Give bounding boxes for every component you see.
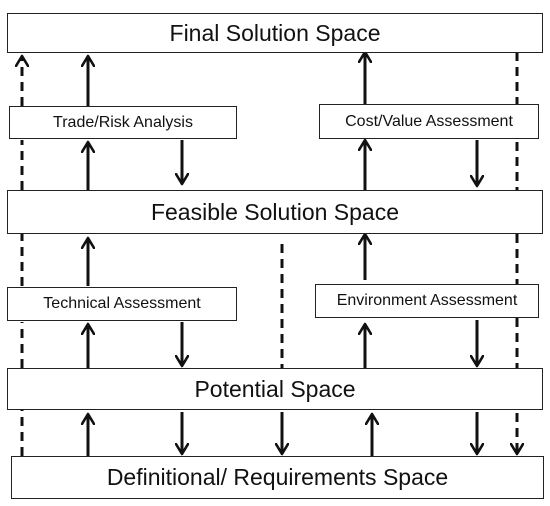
environment-assessment-box: Environment Assessment — [315, 284, 539, 318]
trade-risk-analysis-box: Trade/Risk Analysis — [9, 106, 237, 139]
cost-value-assessment-box: Cost/Value Assessment — [319, 104, 539, 139]
final-solution-space-box: Final Solution Space — [7, 13, 543, 53]
feasible-solution-space-box: Feasible Solution Space — [7, 190, 543, 234]
technical-assessment-box: Technical Assessment — [7, 287, 237, 321]
potential-space-box: Potential Space — [7, 368, 543, 410]
definitional-requirements-space-box: Definitional/ Requirements Space — [11, 456, 544, 499]
